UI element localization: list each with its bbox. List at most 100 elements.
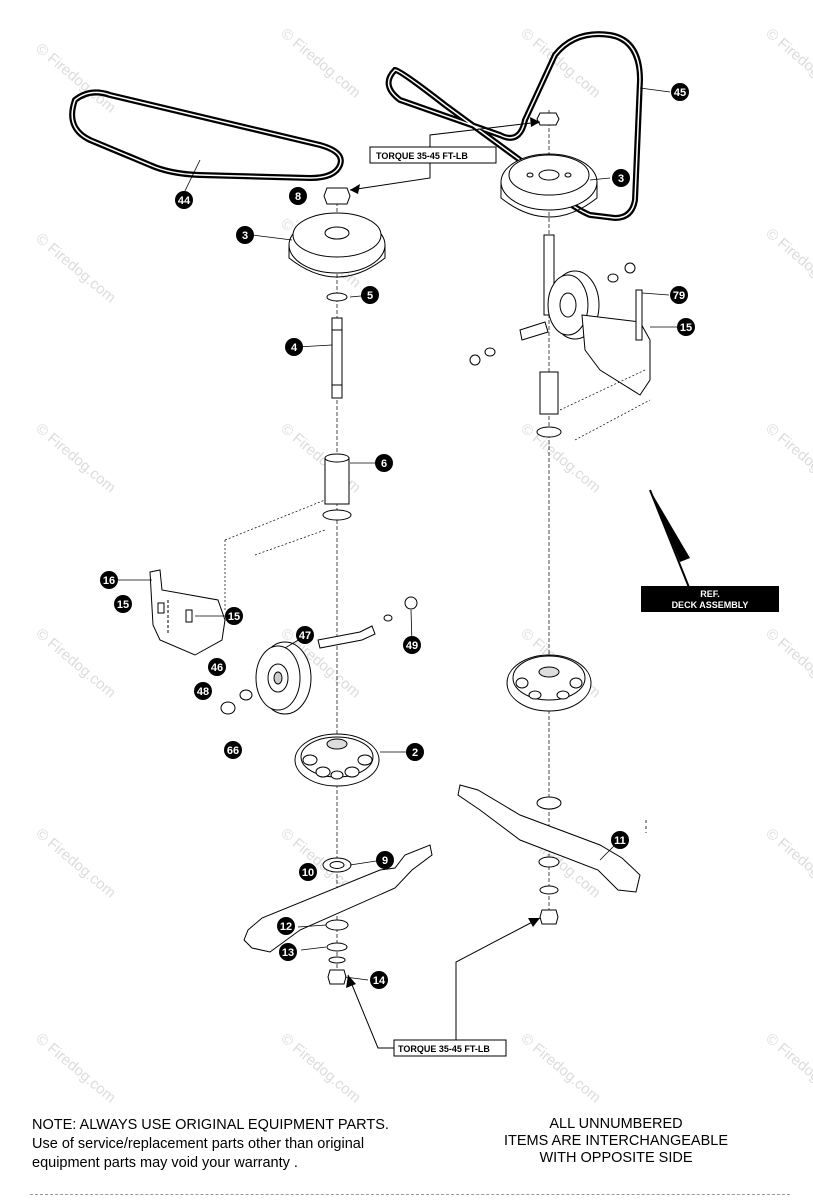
- callout-3-right: 3: [612, 169, 630, 187]
- svg-text:49: 49: [406, 640, 418, 652]
- note-right-line-1: ALL UNNUMBERED: [549, 1116, 683, 1132]
- svg-text:44: 44: [178, 195, 191, 207]
- watermark: © Firedog.com: [762, 625, 813, 701]
- svg-text:15: 15: [117, 599, 129, 611]
- svg-text:10: 10: [302, 867, 314, 879]
- callout-9: 9: [376, 851, 394, 869]
- blade-11: [457, 784, 641, 893]
- svg-text:5: 5: [367, 290, 373, 302]
- ref-deck-assembly: REF. DECK ASSEMBLY: [641, 489, 779, 612]
- svg-text:45: 45: [674, 87, 686, 99]
- callout-8: 8: [289, 187, 307, 205]
- watermark: © Firedog.com: [277, 420, 363, 496]
- note-original-parts: NOTE: ALWAYS USE ORIGINAL EQUIPMENT PART…: [32, 1116, 452, 1173]
- torque-callout-bottom: TORQUE 35-45 FT-LB: [346, 917, 541, 1057]
- ref-label: REF.: [700, 589, 720, 599]
- bottom-rule: [30, 1194, 790, 1197]
- watermark: © Firedog.com: [277, 1030, 363, 1106]
- callout-13: 13: [279, 943, 297, 961]
- callout-79: 79: [670, 286, 688, 304]
- torque-label-top: TORQUE 35-45 FT-LB: [376, 151, 468, 161]
- note-line-3: equipment parts may void your warranty .: [32, 1155, 298, 1171]
- svg-text:9: 9: [382, 855, 388, 867]
- note-line-1: NOTE: ALWAYS USE ORIGINAL EQUIPMENT PART…: [32, 1117, 389, 1133]
- svg-text:48: 48: [197, 686, 209, 698]
- callout-16: 16: [100, 571, 118, 589]
- washer-48: [239, 689, 253, 701]
- svg-text:2: 2: [412, 747, 418, 759]
- watermark: © Firedog.com: [517, 1030, 603, 1106]
- svg-text:12: 12: [280, 921, 292, 933]
- callout-15-right: 15: [677, 318, 695, 336]
- callout-49: 49: [403, 636, 421, 654]
- washer-12: [325, 919, 349, 931]
- svg-text:4: 4: [291, 342, 298, 354]
- torque-callout-top: TORQUE 35-45 FT-LB: [349, 117, 541, 194]
- watermark: © Firedog.com: [762, 225, 813, 301]
- svg-text:79: 79: [673, 290, 685, 302]
- svg-text:15: 15: [680, 322, 692, 334]
- watermark: © Firedog.com: [32, 625, 118, 701]
- watermark: © Firedog.com: [762, 420, 813, 496]
- stud-79: [635, 289, 643, 341]
- torque-label-bottom: TORQUE 35-45 FT-LB: [398, 1044, 490, 1054]
- callout-3-left: 3: [236, 226, 254, 244]
- svg-text:47: 47: [299, 630, 311, 642]
- spindle-shaft-4: [331, 317, 343, 399]
- note-line-2: Use of service/replacement parts other t…: [32, 1136, 365, 1152]
- axle-bolt: [317, 625, 376, 649]
- watermark: © Firedog.com: [32, 420, 118, 496]
- svg-text:8: 8: [295, 191, 301, 203]
- callout-14: 14: [370, 971, 388, 989]
- watermark: © Firedog.com: [32, 230, 118, 306]
- nut-8: [323, 187, 351, 205]
- callouts: 44 45 8 3 3 5 4 6 79 15 16 15 15 46 47 4…: [100, 83, 695, 989]
- svg-text:3: 3: [242, 230, 248, 242]
- callout-15-mid: 15: [225, 607, 243, 625]
- svg-text:14: 14: [373, 975, 386, 987]
- callout-15-left: 15: [114, 595, 132, 613]
- belt-44: [69, 89, 344, 182]
- callout-10: 10: [299, 863, 317, 881]
- callout-46: 46: [208, 658, 226, 676]
- svg-text:3: 3: [618, 173, 624, 185]
- callout-48: 48: [194, 682, 212, 700]
- watermark: © Firedog.com: [277, 25, 363, 101]
- washer-13: [326, 942, 348, 952]
- watermark: © Firedog.com: [32, 1030, 118, 1106]
- note-interchangeable: ALL UNNUMBERED ITEMS ARE INTERCHANGEABLE…: [486, 1116, 746, 1167]
- svg-text:16: 16: [103, 575, 115, 587]
- callout-6: 6: [375, 454, 393, 472]
- callout-5: 5: [361, 286, 379, 304]
- washer-5: [326, 292, 348, 302]
- right-spindle-assembly: [457, 110, 651, 925]
- nut-49: [404, 596, 418, 610]
- callout-47: 47: [296, 626, 314, 644]
- watermark: © Firedog.com: [32, 825, 118, 901]
- ref-deck-label: DECK ASSEMBLY: [672, 600, 749, 610]
- note-right-line-2: ITEMS ARE INTERCHANGEABLE: [504, 1133, 728, 1149]
- callout-2: 2: [406, 743, 424, 761]
- svg-text:46: 46: [211, 662, 223, 674]
- callout-45: 45: [671, 83, 689, 101]
- svg-text:11: 11: [614, 835, 626, 847]
- svg-text:13: 13: [282, 947, 294, 959]
- housing-6: [324, 457, 350, 505]
- left-spindle-assembly: [243, 187, 433, 985]
- bolt-14: [327, 969, 347, 985]
- callout-44: 44: [175, 191, 193, 209]
- callout-4: 4: [285, 338, 303, 356]
- watermark: © Firedog.com: [762, 1030, 813, 1106]
- svg-text:15: 15: [228, 611, 240, 623]
- callout-12: 12: [277, 917, 295, 935]
- note-right-line-3: WITH OPPOSITE SIDE: [539, 1150, 693, 1166]
- nut-66: [220, 701, 236, 715]
- watermark: © Firedog.com: [762, 25, 813, 101]
- svg-text:66: 66: [227, 745, 239, 757]
- callout-66: 66: [224, 741, 242, 759]
- left-gauge-wheel-assembly: [149, 499, 418, 715]
- svg-text:6: 6: [381, 458, 387, 470]
- watermark: © Firedog.com: [762, 825, 813, 901]
- watermark-layer: © Firedog.com © Firedog.com © Firedog.co…: [32, 25, 813, 1106]
